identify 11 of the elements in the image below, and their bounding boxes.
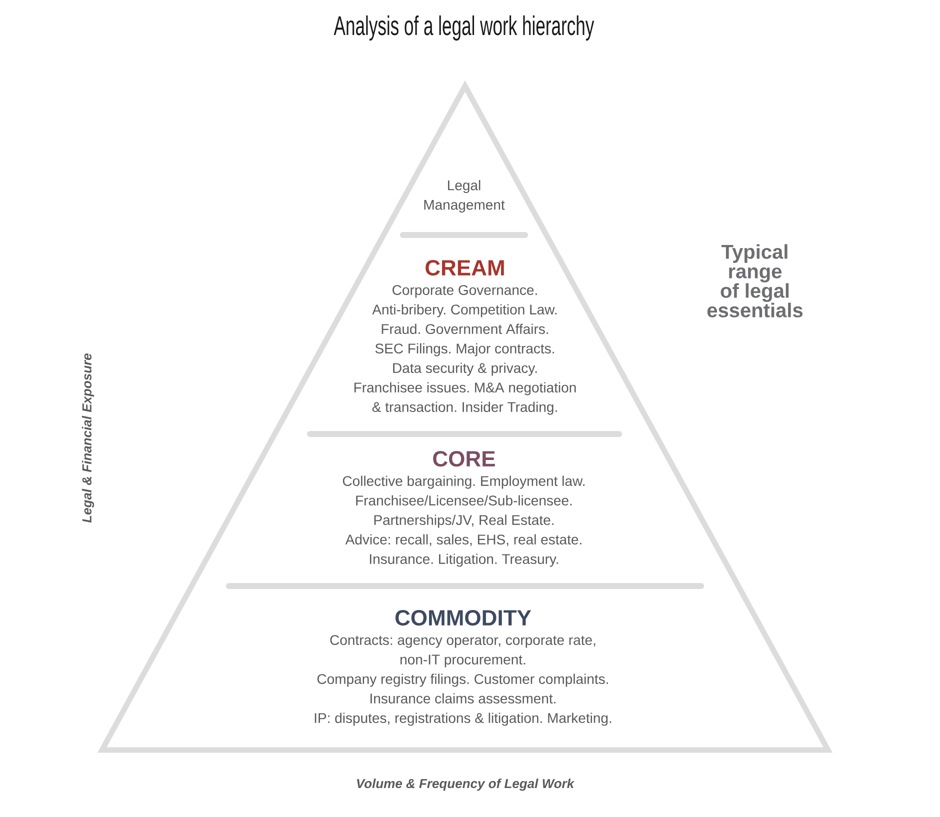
diagram-title: Analysis of a legal work hierarchy: [334, 15, 594, 41]
tier-heading: CORE: [433, 451, 495, 467]
tier-heading: COMMODITY: [395, 610, 532, 626]
axis-label: Volume & Frequency of Legal Work: [357, 778, 575, 791]
tier-label: Legal Management: [424, 180, 505, 213]
tier-description: Collective bargaining. Employment law. Franchisee/Licensee/Sub-licensee. Partnerships/JV, Real Estate. Advice: recall, sales, EHS, real estate. Insurance. Litigation. Treasury.: [342, 476, 584, 567]
axis-label: Legal & Financial Exposure: [82, 353, 94, 523]
tier-description: Corporate Governance. Anti-bribery. Competition Law. Fraud. Government Affairs. SEC Filings. Major contracts. Data security & privacy. Franchisee issues. M&A negotiation & transaction. Insider Trading.: [354, 285, 576, 415]
side-note: Typical range of legal essentials: [707, 244, 803, 318]
tier-description: Contracts: agency operator, corporate rate, non-IT procurement. Company registry filings. Customer complaints. Insurance claims assessment. IP: disputes, registrations & litigation. Marketing.: [314, 635, 612, 726]
tier-heading: CREAM: [426, 260, 504, 276]
